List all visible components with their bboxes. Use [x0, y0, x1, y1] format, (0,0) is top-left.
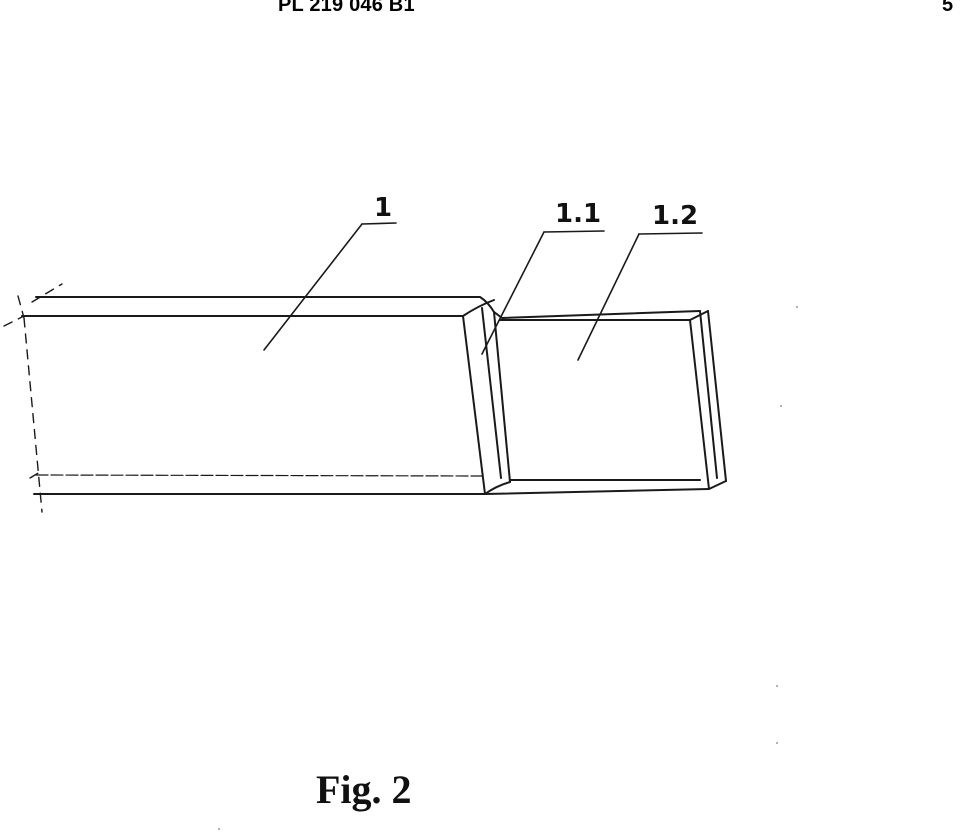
label-part-1: 1 [374, 193, 392, 223]
page-number: 5 [942, 0, 954, 16]
part-1-bottom-dashed [35, 474, 484, 477]
figure-caption: Fig. 2 [316, 767, 412, 812]
scan-speck [780, 405, 782, 407]
scan-speck [776, 742, 778, 744]
leader-line-1 [263, 223, 363, 351]
scan-speck [776, 685, 778, 687]
leader-line-1-2 [577, 233, 640, 361]
broken-end-dashes [3, 283, 63, 513]
label-underlines [361, 222, 703, 235]
part-1-2-end [484, 310, 727, 495]
label-part-1-1: 1.1 [555, 199, 601, 229]
patent-number: PL 219 046 B1 [278, 0, 415, 16]
part-1-1-transition [462, 299, 511, 495]
scan-speck [218, 828, 220, 830]
label-part-1-2: 1.2 [652, 201, 698, 231]
part-1-body [21, 296, 701, 495]
leader-line-1-1 [481, 231, 545, 355]
leader-lines [263, 223, 640, 361]
scan-speck [796, 306, 798, 308]
